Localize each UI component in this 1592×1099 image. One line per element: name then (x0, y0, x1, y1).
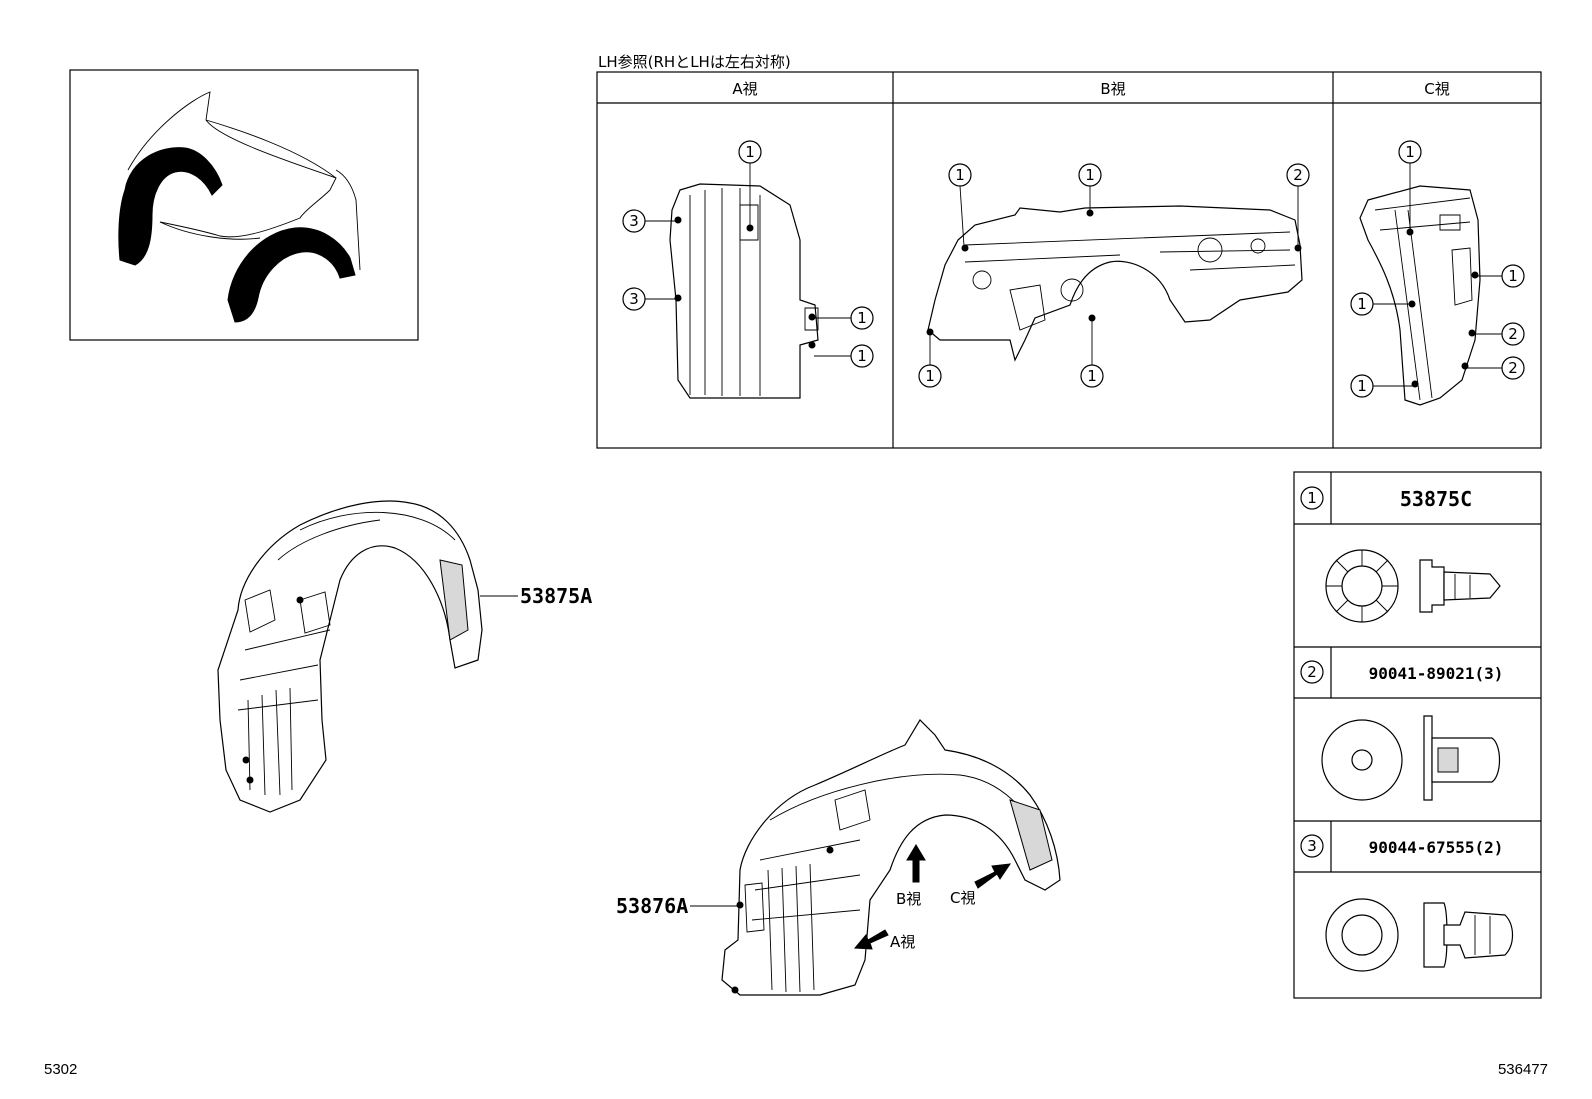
svg-text:A視: A視 (890, 933, 915, 951)
svg-text:C視: C視 (950, 889, 975, 907)
svg-text:1: 1 (1508, 267, 1518, 285)
view-c-drawing (1359, 185, 1481, 406)
fastener-legend: 1 53875C 2 90041-89021(3) 3 90044-67555(… (1293, 471, 1542, 999)
view-b-header: B視 (1100, 80, 1125, 98)
footer-left-code: 5302 (44, 1061, 77, 1078)
svg-text:2: 2 (1307, 663, 1317, 681)
overview-vehicle-outline (127, 91, 361, 271)
view-a-header: A視 (732, 80, 757, 98)
fastener-1-part-number: 53875C (1400, 487, 1472, 511)
svg-text:2: 2 (1293, 166, 1303, 184)
fastener-2-part-number: 90041-89021(3) (1369, 664, 1504, 683)
fastener-3-part-number: 90044-67555(2) (1369, 838, 1504, 857)
view-arrow-b: B視 (896, 844, 926, 908)
svg-text:1: 1 (1357, 295, 1367, 313)
view-c-callouts: 1 1 1 1 2 2 (1350, 140, 1525, 398)
arrow-up-icon (906, 844, 926, 883)
svg-text:B視: B視 (896, 890, 921, 908)
footer-right-code: 536477 (1498, 1061, 1548, 1078)
arrow-diagonal-icon (853, 929, 889, 950)
legend-index-circle (1300, 486, 1324, 510)
legend-index-circle (1300, 834, 1324, 858)
view-arrow-a: A視 (853, 929, 915, 951)
svg-text:2: 2 (1508, 325, 1518, 343)
part-53875a-label: 53875A (520, 584, 592, 608)
view-a-drawing (669, 183, 819, 399)
views-table: A視 B視 C視 (596, 71, 1542, 449)
svg-text:3: 3 (1307, 837, 1317, 855)
svg-text:3: 3 (629, 290, 639, 308)
svg-text:1: 1 (745, 143, 755, 161)
svg-text:1: 1 (1087, 367, 1097, 385)
part-53876a-label: 53876A (616, 894, 688, 918)
svg-text:1: 1 (857, 347, 867, 365)
part-53875a-drawing (217, 500, 483, 813)
view-b-callouts: 1 1 2 1 1 (918, 163, 1310, 388)
overview-front-liner (118, 147, 223, 266)
svg-text:1: 1 (1357, 377, 1367, 395)
overview-frame (69, 69, 419, 341)
view-a-callouts: 1 3 3 1 1 (622, 140, 874, 368)
arrow-diagonal-icon (974, 863, 1012, 889)
svg-text:1: 1 (1405, 143, 1415, 161)
svg-text:1: 1 (955, 166, 965, 184)
reference-note: LH参照(RHとLHは左右対称) (598, 53, 791, 71)
svg-text:2: 2 (1508, 359, 1518, 377)
svg-text:1: 1 (857, 309, 867, 327)
fastener-1-illustration (1325, 549, 1501, 623)
callout-circle (738, 140, 762, 164)
view-b-drawing (926, 205, 1303, 362)
overview-rear-liner (227, 227, 356, 323)
part-53876a-drawing (721, 719, 1061, 996)
fastener-3-illustration (1325, 898, 1514, 972)
svg-text:1: 1 (925, 367, 935, 385)
svg-text:3: 3 (629, 212, 639, 230)
fastener-2-illustration (1321, 715, 1501, 801)
overview-inset (69, 69, 419, 341)
svg-text:1: 1 (1085, 166, 1095, 184)
view-c-header: C視 (1424, 80, 1449, 98)
svg-text:1: 1 (1307, 489, 1317, 507)
legend-index-circle (1300, 660, 1324, 684)
view-arrow-c: C視 (950, 863, 1012, 907)
